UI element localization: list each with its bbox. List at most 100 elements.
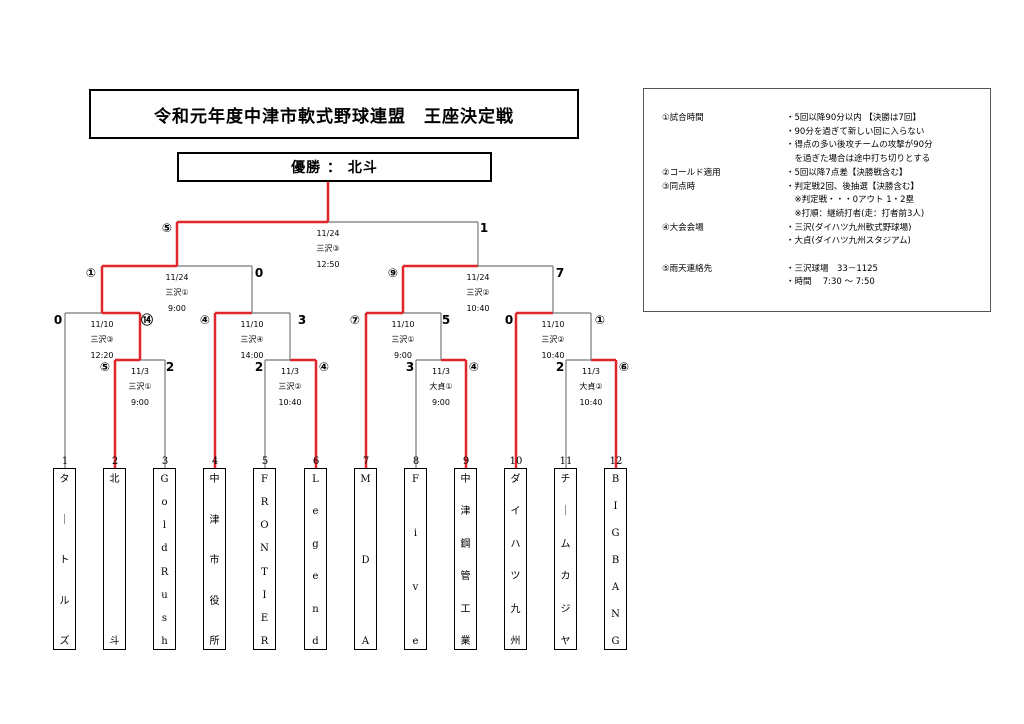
game-score: 7 [556, 266, 564, 280]
game-venue: 三沢③ [90, 335, 113, 344]
rule-value: ・三沢球場 33－1125 [786, 263, 878, 274]
game-score: 3 [406, 360, 414, 374]
team-name-char: ｜ [59, 514, 70, 526]
team-name-char: o [161, 497, 168, 509]
team-name-char: d [161, 543, 168, 555]
rule-key: ②コールド適用 [662, 167, 721, 178]
rule-value: ・三沢(ダイハツ九州軟式野球場) [786, 222, 912, 233]
team-name-char: ハ [510, 538, 521, 550]
game-score: ⑤ [100, 360, 110, 374]
game-score: ⑨ [388, 266, 398, 280]
team-seed-number: 2 [111, 456, 119, 467]
game-score: ⑦ [350, 313, 360, 327]
rule-value: ※打順：継続打者(走：打者前3人) [786, 208, 925, 219]
rule-value: ・大貞(ダイハツ九州スタジアム) [786, 236, 911, 247]
game-time: 10:40 [278, 398, 301, 407]
game-date: 11/24 [466, 273, 489, 282]
game-score: 0 [54, 313, 62, 327]
game-time: 9:00 [131, 398, 149, 407]
team-name-char: ｜ [560, 506, 571, 518]
team-name-char: d [312, 635, 319, 647]
team-name-box: 北斗 [103, 468, 126, 650]
team-name-char: e [312, 506, 319, 518]
team-name-char: e [412, 636, 419, 647]
rule-key: ③同点時 [662, 181, 696, 192]
game-score: ⑥ [619, 360, 629, 374]
team-seed-number: 7 [362, 456, 370, 467]
game-score: ④ [200, 313, 210, 327]
team-name-char: I [613, 501, 618, 512]
team-name-char: ズ [59, 636, 70, 647]
team-name-char: G [611, 636, 620, 647]
team-name-char: D [361, 555, 370, 566]
team-seed-number: 11 [559, 456, 573, 467]
rule-value: ・90分を過ぎて新しい回に入らない [786, 126, 925, 137]
team-name-char: n [312, 603, 319, 615]
game-venue: 三沢② [541, 335, 564, 344]
rule-value: ・得点の多い後攻チームの攻撃が90分 [786, 140, 933, 151]
team-name-char: h [161, 635, 168, 647]
team-name-char: l [162, 520, 167, 532]
team-name-char: ム [560, 538, 571, 550]
team-name-char: F [412, 474, 419, 485]
team-name-char: 役 [209, 595, 220, 607]
game-score: 3 [298, 313, 306, 327]
rules-panel: ①試合時間 ・5回以降90分以内 【決勝は7回】・90分を過ぎて新しい回に入らない… [643, 88, 991, 312]
game-score: ① [86, 266, 96, 280]
team-name-char: E [260, 612, 269, 624]
game-date: 11/3 [281, 367, 299, 376]
team-name-char: 業 [460, 635, 471, 647]
team-name-char: カ [560, 571, 571, 583]
team-name-char: O [260, 520, 269, 532]
team-name-char: 中 [460, 474, 471, 485]
game-score: 1 [480, 221, 488, 235]
team-name-char: G [611, 528, 620, 539]
game-venue: 三沢② [278, 382, 301, 391]
team-name-char: ダ [510, 474, 521, 485]
game-score: 2 [556, 360, 564, 374]
team-name-box: ダイハツ九州 [504, 468, 527, 650]
team-name-box: 中津市役所 [203, 468, 226, 650]
game-date: 11/3 [582, 367, 600, 376]
rule-value: ・5回以降90分以内 【決勝は7回】 [786, 113, 921, 123]
team-name-char: i [413, 528, 418, 539]
rule-value: ・時間 7:30 ～ 7:50 [786, 277, 875, 288]
game-date: 11/10 [240, 320, 263, 329]
game-time: 10:40 [466, 304, 489, 313]
rule-value: を過ぎた場合は途中打ち切りとする [786, 154, 931, 165]
team-name-char: ヤ [560, 635, 571, 647]
team-name-char: 所 [209, 636, 220, 647]
team-name-char: 管 [460, 571, 471, 583]
game-venue: 三沢① [128, 382, 151, 391]
team-seed-number: 9 [462, 456, 470, 467]
team-seed-number: 1 [61, 456, 69, 467]
game-date: 11/10 [541, 320, 564, 329]
game-score: 5 [442, 313, 450, 327]
team-name-char: B [611, 555, 620, 566]
game-date: 11/10 [391, 320, 414, 329]
team-name-char: u [161, 589, 168, 601]
team-name-char: 津 [460, 506, 471, 518]
team-name-char: L [312, 474, 319, 485]
team-name-char: R [260, 497, 269, 509]
team-seed-number: 5 [261, 456, 269, 467]
game-date: 11/10 [90, 320, 113, 329]
team-seed-number: 12 [609, 456, 623, 467]
rule-key: ①試合時間 [662, 113, 704, 123]
team-name-char: A [611, 582, 620, 593]
team-name-char: N [611, 609, 620, 620]
game-time: 12:50 [316, 260, 339, 269]
game-score: 0 [255, 266, 263, 280]
champion-banner: 優勝 ： 北斗 [177, 152, 492, 182]
game-score: ① [595, 313, 605, 327]
team-name-char: M [360, 474, 371, 485]
game-date: 11/24 [316, 229, 339, 238]
team-name-char: チ [560, 474, 571, 485]
team-name-char: I [262, 589, 267, 601]
team-name-char: 斗 [109, 636, 120, 647]
